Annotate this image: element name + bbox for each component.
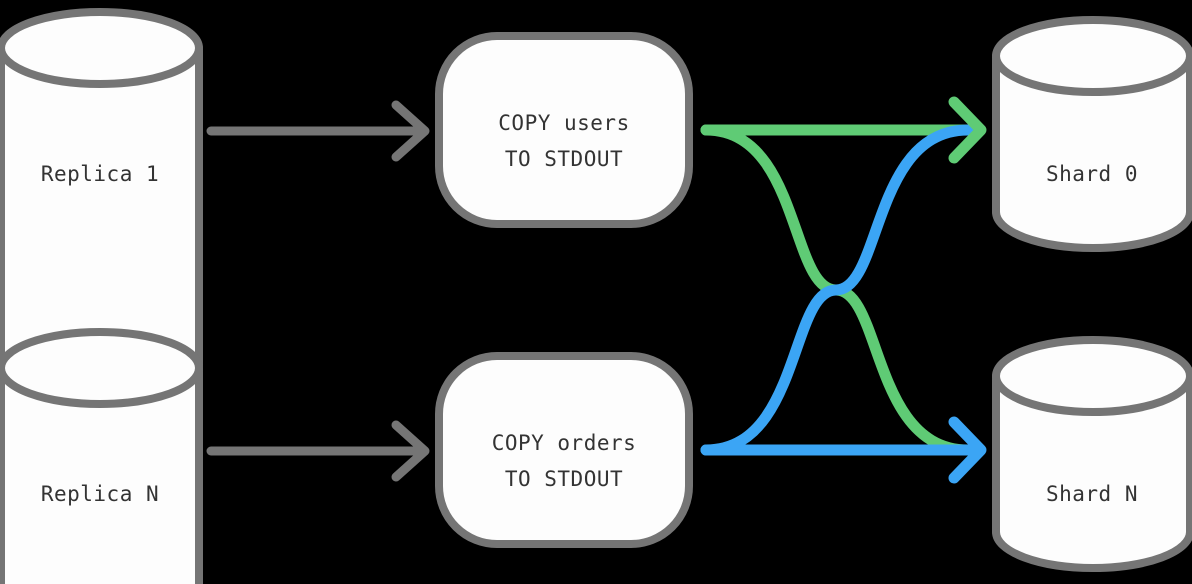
replica-n-body-fill xyxy=(1,368,199,584)
shard-n-body-fill xyxy=(996,376,1190,568)
replica-n-top-ellipse xyxy=(0,328,203,408)
connector-replica1-to-copyusers xyxy=(206,100,430,162)
copy-users-box xyxy=(435,32,693,228)
copy-orders-box xyxy=(435,352,693,548)
connector-orders-to-shard0 xyxy=(700,124,974,456)
node-replica-n[interactable] xyxy=(0,328,203,584)
node-copy-users[interactable] xyxy=(435,32,693,228)
node-shard-0[interactable] xyxy=(992,16,1192,252)
shard-0-top-ellipse xyxy=(992,16,1192,96)
shard-0-body-fill xyxy=(996,56,1190,248)
replica-1-top-ellipse xyxy=(0,8,203,88)
connector-replican-to-copyorders xyxy=(206,420,430,482)
green-arrow-head-icon xyxy=(948,96,987,164)
arrow-head-icon xyxy=(391,100,430,162)
shard-n-top-ellipse xyxy=(992,336,1192,416)
node-shard-n[interactable] xyxy=(992,336,1192,572)
node-copy-orders[interactable] xyxy=(435,352,693,548)
blue-curve-shaft xyxy=(700,124,974,456)
shard-n-bottom-arc xyxy=(992,528,1192,572)
blue-arrow-head-icon xyxy=(948,416,987,484)
shard-0-bottom-arc xyxy=(992,208,1192,252)
arrow-head-icon xyxy=(391,420,430,482)
